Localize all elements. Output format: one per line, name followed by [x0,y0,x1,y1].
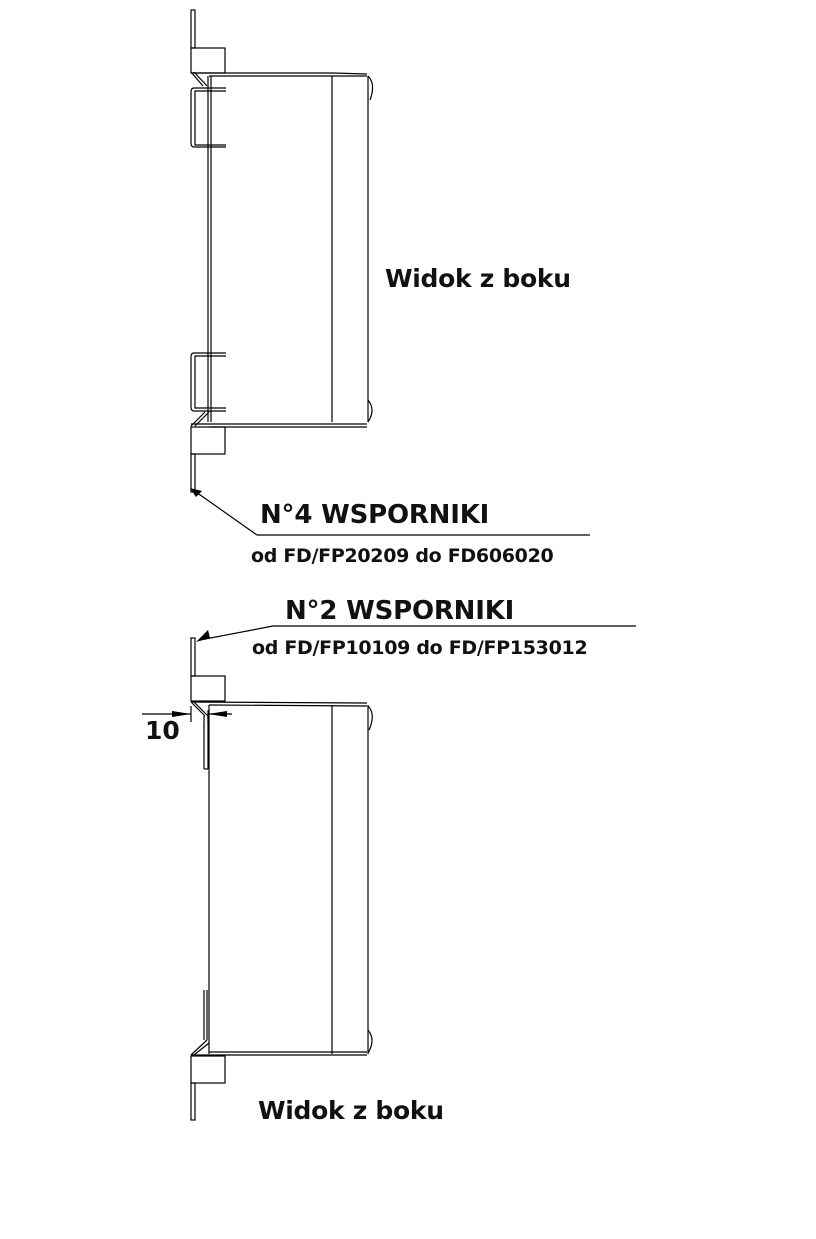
dimension-value: 10 [145,716,180,745]
bottom-callout-title: N°2 WSPORNIKI [285,596,515,626]
bottom-mount-plate-lower [190,1082,196,1121]
callout-leader-bottom [196,625,636,642]
top-mount-plate-upper [190,9,196,49]
bottom-mount-block-lower [190,1055,226,1084]
bottom-mount-block-upper [190,675,226,702]
bottom-mount-plate-upper [190,637,196,677]
top-mount-block-upper [190,47,226,74]
top-side-view [190,9,374,493]
bottom-view-caption: Widok z boku [258,1096,444,1125]
top-view-caption: Widok z boku [385,264,571,293]
top-mount-block-lower [190,426,226,455]
dimension-10 [142,706,232,722]
bottom-callout-range: od FD/FP10109 do FD/FP153012 [252,637,588,659]
top-mount-plate-lower [190,453,196,493]
callout-leader-top [190,488,590,536]
bottom-side-view [190,637,373,1121]
top-callout-title: N°4 WSPORNIKI [260,500,490,530]
top-callout-range: od FD/FP20209 do FD606020 [251,545,554,567]
